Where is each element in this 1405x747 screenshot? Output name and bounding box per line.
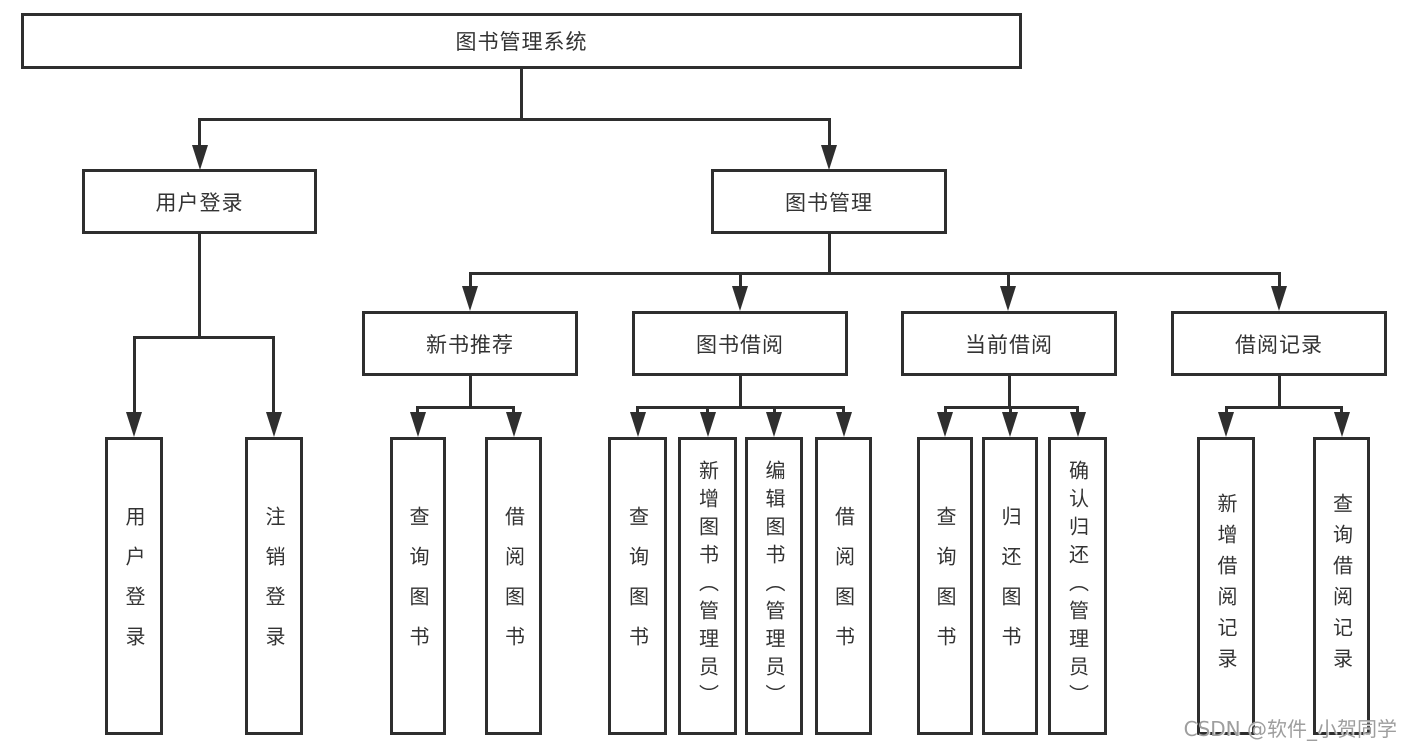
leaf-logout: 注销登录 [245, 437, 303, 735]
arrowhead-down-icon [937, 412, 953, 437]
connector-line [132, 336, 275, 339]
csdn-watermark: CSDN @软件_小贺同学 [1183, 717, 1397, 741]
arrowhead-down-icon [1218, 412, 1234, 437]
connector-line [468, 272, 472, 286]
leaf-add-books-admin: 新增图书（管理员） [678, 437, 737, 735]
leaf-label: 查询借阅记录 [1329, 493, 1354, 679]
arrowhead-down-icon [1069, 412, 1086, 437]
connector-line [772, 406, 776, 412]
leaf-query-borrow-record: 查询借阅记录 [1313, 437, 1370, 735]
connector-line [1277, 272, 1281, 286]
node-label: 图书管理 [785, 190, 873, 215]
node-label: 图书借阅 [696, 332, 784, 357]
arrowhead-down-icon [732, 286, 748, 311]
node-current-borrowing: 当前借阅 [901, 311, 1117, 376]
node-label: 当前借阅 [965, 332, 1053, 357]
connector-line [1007, 376, 1011, 409]
leaf-borrow-books: 借阅图书 [485, 437, 542, 735]
connector-line [272, 336, 275, 412]
connector-line [1006, 272, 1010, 286]
connector-line [1076, 406, 1079, 412]
connector-line [1340, 406, 1343, 412]
connector-line [827, 118, 831, 145]
node-new-book-recommend: 新书推荐 [362, 311, 578, 376]
arrowhead-down-icon [462, 286, 478, 311]
connector-line [1224, 406, 1228, 412]
connector-line [1224, 406, 1343, 409]
connector-line [1008, 406, 1012, 412]
leaf-label: 借阅图书 [501, 506, 526, 666]
leaf-label: 用户登录 [122, 506, 146, 666]
connector-line [132, 336, 136, 412]
node-label: 新书推荐 [426, 332, 514, 357]
arrowhead-down-icon [1333, 412, 1350, 437]
connector-line [943, 406, 947, 412]
leaf-label: 新增图书（管理员） [695, 460, 720, 712]
arrowhead-down-icon [1271, 286, 1287, 311]
leaf-label: 查询图书 [625, 506, 650, 666]
arrowhead-down-icon [629, 412, 646, 437]
leaf-edit-books-admin: 编辑图书（管理员） [745, 437, 803, 735]
leaf-label: 确认归还（管理员） [1065, 460, 1090, 712]
connector-line [416, 406, 515, 409]
connector-line [738, 376, 742, 409]
connector-line [512, 406, 515, 412]
arrowhead-down-icon [1002, 412, 1018, 437]
connector-line [636, 406, 845, 409]
arrowhead-down-icon [265, 412, 282, 437]
arrowhead-down-icon [766, 412, 782, 437]
connector-line [198, 118, 201, 145]
connector-line [520, 69, 523, 121]
node-user-login: 用户登录 [82, 169, 317, 234]
connector-line [198, 118, 831, 121]
connector-line [1277, 376, 1281, 409]
connector-line [738, 272, 742, 286]
connector-line [468, 376, 472, 409]
leaf-borrow-books: 借阅图书 [815, 437, 872, 735]
arrowhead-down-icon [699, 412, 716, 437]
node-label: 借阅记录 [1235, 332, 1323, 357]
node-label: 图书管理系统 [455, 30, 588, 54]
leaf-label: 查询图书 [933, 506, 957, 666]
arrowhead-down-icon [821, 145, 837, 170]
leaf-label: 查询图书 [406, 506, 430, 666]
leaf-label: 借阅图书 [831, 506, 856, 666]
node-book-borrowing: 图书借阅 [632, 311, 848, 376]
connector-line [468, 272, 1281, 275]
arrowhead-down-icon [409, 412, 426, 437]
node-borrowing-records: 借阅记录 [1171, 311, 1387, 376]
arrowhead-down-icon [126, 412, 142, 437]
leaf-add-borrow-record: 新增借阅记录 [1197, 437, 1255, 735]
leaf-confirm-return-admin: 确认归还（管理员） [1048, 437, 1107, 735]
leaf-user-login: 用户登录 [105, 437, 163, 735]
node-library-system: 图书管理系统 [21, 13, 1022, 69]
connector-line [706, 406, 709, 412]
connector-line [636, 406, 639, 412]
arrowhead-down-icon [191, 145, 208, 170]
node-label: 用户登录 [155, 190, 244, 215]
connector-line [827, 234, 831, 275]
arrowhead-down-icon [1000, 286, 1016, 311]
leaf-query-books: 查询图书 [608, 437, 667, 735]
leaf-query-books: 查询图书 [390, 437, 446, 735]
leaf-return-books: 归还图书 [982, 437, 1038, 735]
connector-line [198, 234, 201, 339]
leaf-label: 注销登录 [262, 506, 286, 666]
arrowhead-down-icon [835, 412, 852, 437]
leaf-label: 归还图书 [998, 506, 1022, 666]
connector-line [416, 406, 419, 412]
connector-line [842, 406, 845, 412]
arrowhead-down-icon [505, 412, 522, 437]
leaf-label: 编辑图书（管理员） [762, 460, 786, 712]
leaf-query-books: 查询图书 [917, 437, 973, 735]
leaf-label: 新增借阅记录 [1214, 493, 1238, 679]
node-book-management: 图书管理 [711, 169, 947, 234]
